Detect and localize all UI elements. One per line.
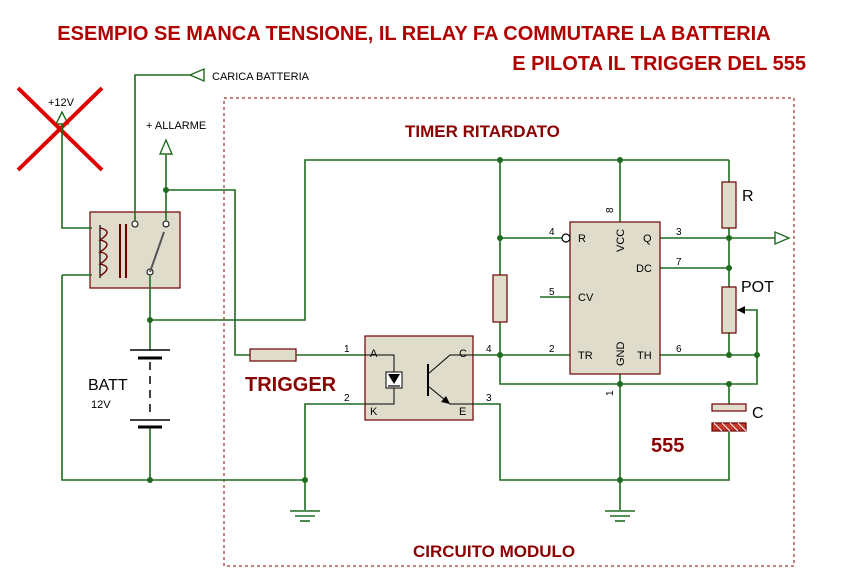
- trigger-label: TRIGGER: [245, 374, 337, 396]
- ic-pin-vcc: VCC: [615, 229, 627, 252]
- ic-num-6: 6: [676, 344, 682, 355]
- ground-icon: [605, 480, 635, 522]
- title-line1: ESEMPIO SE MANCA TENSIONE, IL RELAY FA C…: [57, 23, 770, 45]
- circuito-modulo-border: [223, 97, 795, 567]
- ic-num-4: 4: [549, 227, 555, 238]
- ic-num-7: 7: [676, 257, 682, 268]
- ic-pin-gnd: GND: [615, 342, 627, 367]
- ic-pin-cv: CV: [578, 292, 594, 304]
- opto-pin-c: C: [459, 348, 467, 360]
- ic-num-1: 1: [605, 390, 616, 396]
- pot-wiper-arrow-icon: [737, 306, 745, 314]
- resistor-pullup: [492, 274, 508, 323]
- battery: [130, 349, 170, 429]
- opto-num-1: 1: [344, 344, 350, 355]
- carica-batteria-arrow-icon: [188, 67, 205, 83]
- wire-carica-batteria: [134, 74, 190, 221]
- batt-voltage-label: 12V: [91, 399, 111, 411]
- allarme-arrow-icon: [158, 138, 174, 155]
- resistor-r: [721, 181, 737, 229]
- ic-pin-dc: DC: [636, 263, 652, 275]
- wire-ground-left: [61, 275, 305, 481]
- wire-opto-k: [304, 403, 365, 480]
- ic-num-8: 8: [605, 207, 616, 213]
- junction-dots: [147, 157, 760, 483]
- trigger-resistor: [249, 348, 297, 362]
- wire-opto-e: [473, 403, 620, 481]
- batt-label: BATT: [88, 377, 128, 394]
- ic-pin-r: R: [578, 233, 586, 245]
- wire-vcc-top: [150, 159, 729, 321]
- output-arrow-icon: [774, 230, 791, 246]
- ground-icon: [290, 480, 320, 522]
- r-label: R: [742, 188, 754, 205]
- carica-batteria-label: CARICA BATTERIA: [212, 71, 310, 83]
- wire-12v-to-coil: [61, 124, 92, 229]
- wire-to-trigger: [166, 189, 250, 356]
- ic-555: R CV TR Q DC TH VCC GND: [561, 221, 661, 375]
- circuito-modulo-label: CIRCUITO MODULO: [413, 542, 575, 561]
- ic-name-label: 555: [651, 435, 684, 457]
- opto-num-2: 2: [344, 393, 350, 404]
- wire-pot-wiper: [737, 309, 758, 355]
- opto-num-4: 4: [486, 344, 492, 355]
- opto-pin-k: K: [370, 406, 378, 418]
- plus12v-label: +12V: [48, 97, 75, 109]
- ic-num-5: 5: [549, 287, 555, 298]
- potentiometer: [721, 286, 737, 334]
- opto-pin-e: E: [459, 406, 466, 418]
- title-line2: E PILOTA IL TRIGGER DEL 555: [512, 53, 806, 75]
- ic-pin-th: TH: [637, 350, 652, 362]
- ic-num-2: 2: [549, 344, 555, 355]
- ic-pin-q: Q: [643, 233, 652, 245]
- wire-cap-bottom: [620, 432, 730, 481]
- capacitor-c: [711, 403, 747, 432]
- relay: [89, 211, 181, 289]
- opto-num-3: 3: [486, 393, 492, 404]
- ic-num-3: 3: [676, 227, 682, 238]
- pot-label: POT: [741, 279, 774, 296]
- ic-pin-tr: TR: [578, 350, 593, 362]
- opto-pin-a: A: [370, 348, 378, 360]
- plus12v-crossed-icon: +12V: [16, 86, 104, 172]
- optocoupler: A K C E: [364, 335, 474, 421]
- c-label: C: [752, 405, 764, 422]
- allarme-label: + ALLARME: [146, 120, 206, 132]
- timer-ritardato-label: TIMER RITARDATO: [405, 122, 560, 141]
